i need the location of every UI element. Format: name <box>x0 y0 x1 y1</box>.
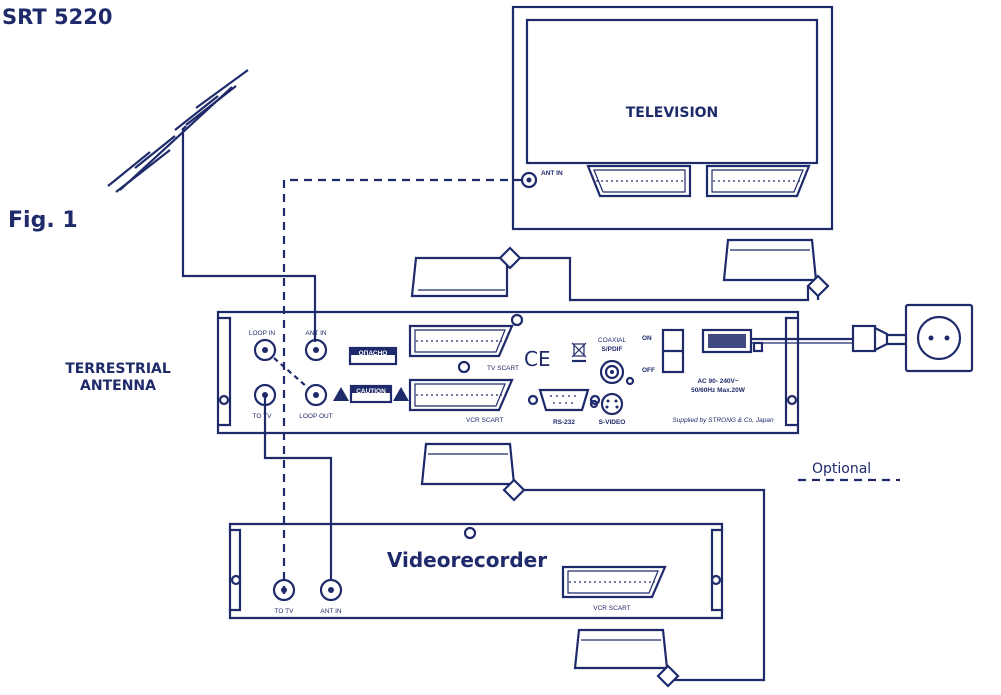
warning-triangle-icon <box>333 387 349 401</box>
ant-in-socket <box>304 338 328 362</box>
vcr-to-tv-socket <box>272 578 296 602</box>
antenna-cable <box>181 128 317 342</box>
antenna-label-line2: ANTENNA <box>80 378 156 394</box>
antenna-icon <box>107 69 249 193</box>
warning-triangle-icon-2 <box>393 387 409 401</box>
television-label: TELEVISION <box>626 105 719 121</box>
videorecorder <box>228 522 724 620</box>
figure-label: Fig. 1 <box>8 208 78 233</box>
svideo-socket <box>600 392 624 416</box>
television <box>511 5 834 231</box>
scart-plug-receiver-vcr <box>420 442 526 502</box>
receiver-rear-panel <box>216 310 800 435</box>
caution-label-box <box>349 384 393 404</box>
vcr-scart-socket <box>561 565 667 599</box>
caution-label-text: CAUTION <box>356 388 386 395</box>
optional-rf-cable <box>282 178 522 596</box>
on-label: ON <box>642 335 652 342</box>
legend-optional-label: Optional <box>812 461 871 477</box>
tv-scart-label: TV SCART <box>487 365 519 372</box>
receiver-vcr-scart-socket <box>408 378 514 412</box>
model-title: SRT 5220 <box>2 5 112 29</box>
spdif-label: S/PDIF <box>602 346 623 353</box>
power-plug-icon <box>851 324 905 353</box>
vcr-ant-in-label: ANT IN <box>320 608 341 615</box>
receiver-tv-scart-socket <box>408 324 514 374</box>
scart-plug-tv <box>722 238 830 300</box>
spdif-socket <box>599 359 625 385</box>
supplied-by-label: Supplied by STRONG & Co, Japan <box>672 417 774 424</box>
ant-in-label: ANT IN <box>305 330 326 337</box>
rf-cable-to-vcr <box>263 395 333 580</box>
scart-cable-tv <box>520 256 810 302</box>
scart-plug-receiver-tv <box>410 246 522 298</box>
vcr-scart-label: VCR SCART <box>466 417 503 424</box>
tv-ant-in-label: ANT IN <box>541 170 563 177</box>
off-label: OFF <box>642 367 655 374</box>
ce-mark: CE <box>524 347 551 371</box>
power-rating-line2: 50/60Hz Max.20W <box>691 387 746 394</box>
loop-in-socket <box>253 338 277 362</box>
vcr-to-tv-label: TO TV <box>275 608 295 615</box>
svideo-label: S-VIDEO <box>599 419 626 426</box>
scart-plug-vcr <box>573 628 680 688</box>
coaxial-label: COAXIAL <box>598 337 627 344</box>
power-inlet <box>701 328 753 354</box>
power-rating-line1: AC 90- 240V~ <box>697 378 739 385</box>
loop-in-label: LOOP IN <box>249 330 276 337</box>
videorecorder-label: Videorecorder <box>387 548 547 572</box>
loop-out-label: LOOP OUT <box>299 413 333 420</box>
warning-label-box <box>348 346 398 366</box>
vcr-scart-label: VCR SCART <box>593 605 630 612</box>
wall-socket-icon <box>904 303 974 373</box>
weee-bin-icon <box>571 342 587 363</box>
antenna-label-line1: TERRESTRIAL <box>65 361 171 377</box>
warning-label-text: ОПАСНО <box>359 350 388 357</box>
vcr-ant-in-socket <box>319 578 343 602</box>
tv-scart-socket-2 <box>705 164 811 198</box>
loop-out-socket <box>304 383 328 407</box>
to-tv-label: TO TV <box>253 413 273 420</box>
tv-scart-socket-1 <box>586 164 692 198</box>
rs232-label: RS-232 <box>553 419 575 426</box>
rs232-port <box>527 388 601 412</box>
